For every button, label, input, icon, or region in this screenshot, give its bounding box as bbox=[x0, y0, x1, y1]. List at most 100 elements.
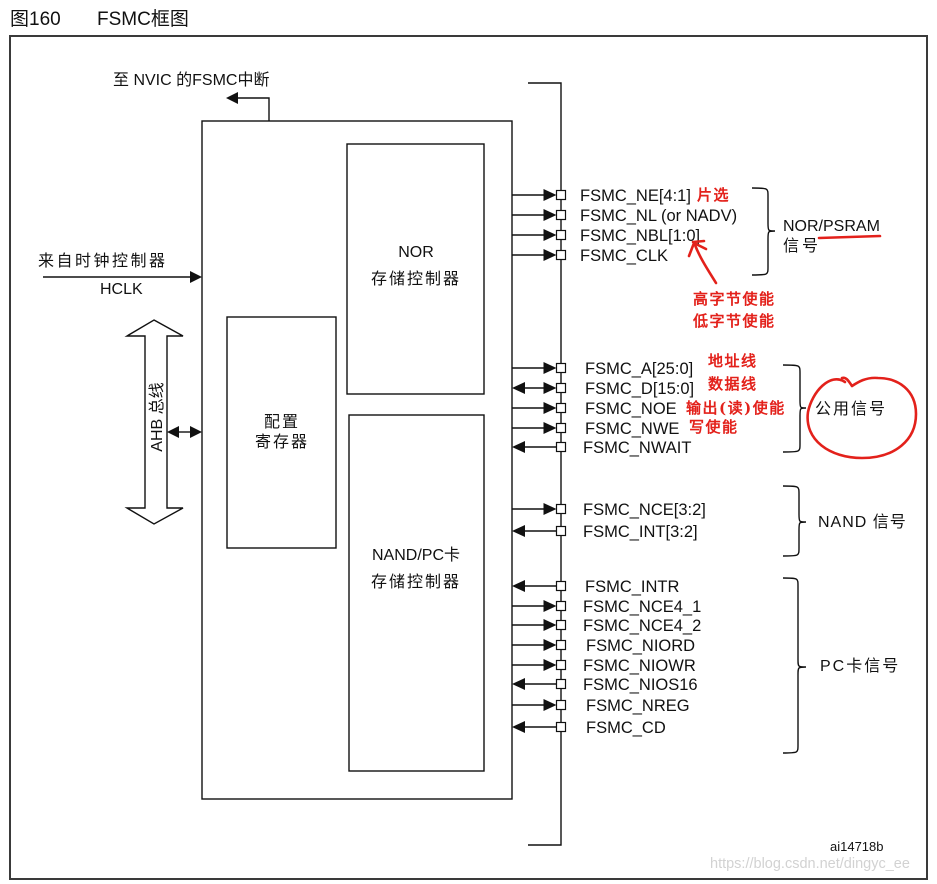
pin-connector-icon bbox=[555, 362, 567, 374]
arrow-right-icon bbox=[543, 619, 557, 631]
signal-label: FSMC_D[15:0] bbox=[585, 380, 694, 398]
arrow-right-icon bbox=[543, 362, 557, 374]
signal-row-fsmc-d: FSMC_D[15:0] bbox=[512, 380, 694, 398]
signal-label: FSMC_A[25:0] bbox=[585, 360, 693, 378]
arrow-left-icon bbox=[512, 721, 525, 733]
pin-connector-icon bbox=[555, 580, 567, 592]
pin-connector-icon bbox=[555, 382, 567, 394]
figure-number: 图160 bbox=[10, 9, 61, 30]
arrow-left-icon bbox=[512, 525, 525, 537]
pin-connector-icon bbox=[555, 678, 567, 690]
signal-row-fsmc-nreg: FSMC_NREG bbox=[512, 697, 690, 715]
arrow-right-icon bbox=[543, 639, 557, 651]
arrow-right-icon bbox=[543, 659, 557, 671]
signal-label: FSMC_NIOS16 bbox=[583, 676, 698, 694]
nand-brace bbox=[782, 485, 807, 557]
pin-connector-icon bbox=[555, 699, 567, 711]
signal-label: FSMC_NREG bbox=[586, 697, 690, 715]
arrow-right-icon bbox=[543, 189, 557, 201]
signal-row-fsmc-nbl: FSMC_NBL[1:0] bbox=[512, 227, 700, 245]
signal-row-fsmc-nce4-1: FSMC_NCE4_1 bbox=[512, 598, 701, 616]
arrow-right-icon bbox=[543, 422, 557, 434]
signal-label: FSMC_CD bbox=[586, 719, 666, 737]
arrow-right-icon bbox=[543, 600, 557, 612]
interrupt-label: 至 NVIC 的FSMC中断 bbox=[113, 71, 269, 89]
signal-row-fsmc-nce4-2: FSMC_NCE4_2 bbox=[512, 617, 701, 635]
annotation-nbl-underline bbox=[691, 239, 706, 244]
pin-connector-icon bbox=[555, 659, 567, 671]
pin-connector-icon bbox=[555, 209, 567, 221]
annotation-byte-enable-high: 高字节使能 bbox=[693, 290, 776, 308]
signal-row-fsmc-cd: FSMC_CD bbox=[512, 719, 666, 737]
signal-row-fsmc-nl: FSMC_NL (or NADV) bbox=[512, 207, 737, 225]
signal-row-fsmc-niowr: FSMC_NIOWR bbox=[512, 657, 696, 675]
nor-psram-brace bbox=[751, 187, 776, 276]
signal-row-fsmc-ne: FSMC_NE[4:1] bbox=[512, 187, 691, 205]
annotation-circle bbox=[806, 376, 918, 460]
pin-connector-icon bbox=[555, 525, 567, 537]
annotation-write-enable: 写使能 bbox=[689, 418, 739, 436]
annotation-address-lines: 地址线 bbox=[708, 352, 758, 370]
signal-row-fsmc-intr: FSMC_INTR bbox=[512, 578, 680, 596]
nor-psram-group-sublabel: 信号 bbox=[783, 237, 821, 255]
config-registers-title: 配置 bbox=[264, 413, 300, 431]
signal-label: FSMC_NBL[1:0] bbox=[580, 227, 700, 245]
signal-label: FSMC_INTR bbox=[585, 578, 680, 596]
nor-controller-subtitle: 存储控制器 bbox=[371, 270, 461, 288]
signal-row-fsmc-nios16: FSMC_NIOS16 bbox=[512, 676, 698, 694]
signal-label: FSMC_NCE4_1 bbox=[583, 598, 701, 616]
common-group-label: 公用信号 bbox=[815, 400, 887, 418]
interrupt-line bbox=[236, 97, 270, 121]
config-registers-subtitle: 寄存器 bbox=[255, 433, 309, 451]
pin-connector-icon bbox=[555, 503, 567, 515]
signal-row-fsmc-nwe: FSMC_NWE bbox=[512, 420, 679, 438]
arrow-right-icon bbox=[543, 249, 557, 261]
nor-psram-group-label: NOR/PSRAM bbox=[783, 218, 880, 235]
arrow-left-icon bbox=[512, 678, 525, 690]
clock-source-label: 来自时钟控制器 bbox=[38, 252, 168, 270]
nand-pc-controller-subtitle: 存储控制器 bbox=[371, 573, 461, 591]
arrow-left-icon bbox=[512, 382, 525, 394]
signal-row-fsmc-clk: FSMC_CLK bbox=[512, 247, 668, 265]
signal-row-fsmc-nwait: FSMC_NWAIT bbox=[512, 439, 691, 457]
signal-label: FSMC_NE[4:1] bbox=[580, 187, 691, 205]
arrow-left-icon bbox=[512, 441, 525, 453]
nand-pc-controller-title: NAND/PC卡 bbox=[372, 546, 460, 564]
annotation-arrow-shaft bbox=[693, 243, 718, 285]
pin-connector-icon bbox=[555, 189, 567, 201]
arrow-right-icon bbox=[543, 699, 557, 711]
clock-signal-label: HCLK bbox=[100, 281, 143, 298]
clock-arrowhead-icon bbox=[190, 271, 202, 283]
annotation-data-lines: 数据线 bbox=[708, 375, 758, 393]
signal-row-fsmc-niord: FSMC_NIORD bbox=[512, 637, 695, 655]
arrow-right-icon bbox=[543, 382, 557, 394]
pin-connector-icon bbox=[555, 422, 567, 434]
signal-label: FSMC_NCE4_2 bbox=[583, 617, 701, 635]
signal-label: FSMC_NIORD bbox=[586, 637, 695, 655]
arrow-right-icon bbox=[543, 229, 557, 241]
nand-pc-controller-block bbox=[348, 414, 485, 772]
arrow-right-icon bbox=[543, 209, 557, 221]
ahb-bus-label: AHB 总线 bbox=[148, 382, 166, 451]
pin-connector-icon bbox=[555, 600, 567, 612]
pin-connector-icon bbox=[555, 229, 567, 241]
watermark: https://blog.csdn.net/dingyc_ee bbox=[710, 856, 910, 872]
pin-connector-icon bbox=[555, 249, 567, 261]
signal-label: FSMC_NWE bbox=[585, 420, 679, 438]
arrow-left-icon bbox=[512, 580, 525, 592]
signal-label: FSMC_NOE bbox=[585, 400, 677, 418]
signal-label: FSMC_INT[3:2] bbox=[583, 523, 698, 541]
config-registers-block bbox=[226, 316, 337, 549]
annotation-byte-enable-low: 低字节使能 bbox=[692, 312, 776, 330]
signal-row-fsmc-int: FSMC_INT[3:2] bbox=[512, 523, 698, 541]
pin-connector-icon bbox=[555, 619, 567, 631]
annotation-chip-select: 片选 bbox=[697, 186, 730, 204]
pc-card-group-label: PC卡信号 bbox=[820, 657, 900, 675]
arrow-right-icon bbox=[543, 503, 557, 515]
figure-frame bbox=[9, 35, 928, 880]
annotation-psram-underline bbox=[817, 234, 882, 240]
interrupt-arrowhead-icon bbox=[226, 92, 238, 104]
nand-group-label: NAND 信号 bbox=[818, 513, 907, 531]
ahb-bus-arrow-icon bbox=[124, 319, 184, 525]
